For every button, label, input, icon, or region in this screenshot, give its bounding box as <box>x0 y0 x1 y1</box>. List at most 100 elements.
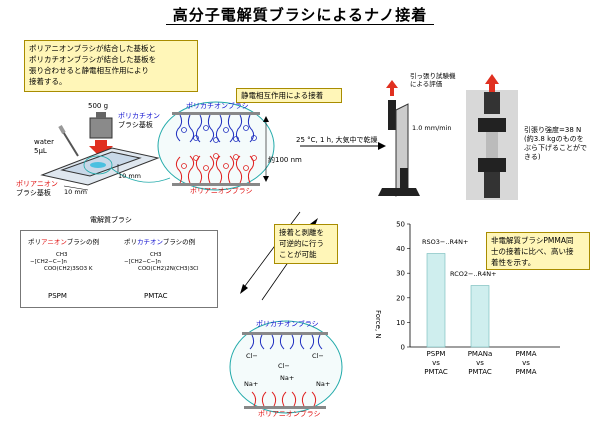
intro-line-2: ポリカチオンブラシが結合した基板を <box>29 55 157 64</box>
title-underline <box>166 24 434 25</box>
process-arrow-head <box>378 142 386 150</box>
pspm-label: PSPM <box>48 292 67 300</box>
cation-example-3: ブラシの例 <box>162 238 196 246</box>
pspm-formula-3: COO(CH2)3SO3 K <box>30 266 92 273</box>
x-tick-1-line-1: PSPM <box>426 350 446 358</box>
x-tick-3-line-1: PMMA <box>515 350 537 358</box>
y-tick-label: 30 <box>396 270 405 278</box>
anion-chains <box>175 155 255 184</box>
up-arrow-icon <box>386 80 398 96</box>
y-tick-label: 20 <box>396 294 405 302</box>
water-label-2: 5μL <box>34 147 47 155</box>
cation-charges <box>181 125 257 143</box>
bottom-cation-brush-label: ポリカチオンブラシ <box>256 320 319 328</box>
y-axis-label: Force, N <box>374 310 382 339</box>
pmtac-formula-3: COO(CH2)2N(CH3)3Cl <box>138 266 199 272</box>
water-label: water 5μL <box>34 138 54 156</box>
center-anion-brush-label: ポリアニオンブラシ <box>190 187 253 195</box>
polycation-label-2: ブラシ基板 <box>118 121 153 129</box>
polyanion-label-2: ブラシ基板 <box>16 189 51 197</box>
electrostatic-label: 静電相互作用による接着 <box>236 88 342 103</box>
setup-apparatus <box>40 112 171 191</box>
intro-note: ポリアニオンブラシが結合した基板と ポリカチオンブラシが結合した基板を 張り合わ… <box>24 40 198 92</box>
x-tick-2-line-2: vs <box>476 359 484 367</box>
na-ion-2: Na+ <box>244 380 259 388</box>
reversible-line-1: 接着と剥離を <box>279 228 324 237</box>
comparison-line-2: 士の接着に比べ、高い接 <box>491 247 574 256</box>
x-tick-3-line-2: vs <box>522 359 530 367</box>
down-arrow-icon <box>89 140 113 158</box>
chart-bar <box>426 253 446 348</box>
y-tick-label: 50 <box>396 221 405 229</box>
pspm-formula-3a: COO(CH2)3SO3 <box>44 266 88 272</box>
annotation-rco2: RCO2−..R4N+ <box>450 270 497 278</box>
x-tick-2-line-1: PMANa <box>467 350 493 358</box>
anion-example-3: ブラシの例 <box>66 238 100 246</box>
weight-block <box>89 117 113 139</box>
polycation-substrate-label: ポリカチオン ブラシ基板 <box>118 112 160 130</box>
pspm-formula-2: −[CH2−C−]n <box>30 259 67 265</box>
water-label-1: water <box>34 138 54 146</box>
strength-line-1: 引張り強度=38 N <box>524 126 582 134</box>
x-tick-label-2: PMANa vs PMTAC <box>458 350 502 377</box>
reversible-line-3: ことが可能 <box>279 250 317 259</box>
cation-example-1: ポリ <box>124 238 137 246</box>
intro-line-4: 接着する。 <box>29 77 67 86</box>
strength-note: 引張り強度=38 N (約3.8 kgのものを ぶら下げることがで きる) <box>524 126 587 162</box>
reversible-note: 接着と剥離を 可逆的に行う ことが可能 <box>274 224 338 264</box>
strength-line-3: ぶら下げることがで <box>524 144 587 152</box>
zoom-link <box>110 167 171 183</box>
comparison-line-3: 着性を示す。 <box>491 258 536 267</box>
pspm-formula-3b: K <box>88 266 93 272</box>
x-tick-label-1: PSPM vs PMTAC <box>414 350 458 377</box>
tensile-note-2: による評価 <box>410 80 443 88</box>
pspm-formula: CH3 −[CH2−C−]n COO(CH2)3SO3 K <box>30 252 92 273</box>
na-ion-3: Na+ <box>316 380 331 388</box>
polycation-label-1: ポリカチオン <box>118 112 160 120</box>
photo-up-arrow-icon <box>485 74 499 92</box>
tensile-note-1: 引っ張り試験機 <box>410 72 456 80</box>
x-tick-1-line-3: PMTAC <box>424 368 448 376</box>
zoom-circle-small <box>83 155 113 175</box>
zoom-circle-center <box>157 101 275 191</box>
speed-label: 1.0 mm/min <box>412 124 452 132</box>
pipette-bulb <box>58 125 66 134</box>
strength-line-4: きる) <box>524 153 541 161</box>
weight-label: 500 g <box>88 102 109 110</box>
electrolyte-panel <box>20 230 218 308</box>
bottom-zoom <box>229 320 343 414</box>
center-cation-brush-label: ポリカチオンブラシ <box>186 102 249 110</box>
chart-bar <box>470 285 490 348</box>
chart-bars <box>426 253 490 348</box>
pipette <box>61 129 79 157</box>
intro-line-3: 張り合わせると静電相互作用により <box>29 66 149 75</box>
cl-ion-1: Cl− <box>246 352 258 360</box>
page-title: 高分子電解質ブラシによるナノ接着 <box>172 6 428 24</box>
cation-example-2: カチオン <box>137 238 163 246</box>
reversible-line-2: 可逆的に行う <box>279 239 324 248</box>
pmtac-label: PMTAC <box>144 292 168 300</box>
anion-example-1: ポリ <box>28 238 41 246</box>
condition-label: 25 °C, 1 h, 大気中で乾燥 <box>296 136 378 144</box>
dim-label-a: 10 mm <box>118 172 142 180</box>
strength-line-2: (約3.8 kgのものを <box>524 135 584 143</box>
pmtac-formula: CH3 −[CH2−C−]n COO(CH2)2N(CH3)3Cl <box>124 252 199 273</box>
x-tick-label-3: PMMA vs PMMA <box>504 350 548 377</box>
thickness-label: 約100 nm <box>268 156 302 164</box>
x-tick-1-line-2: vs <box>432 359 440 367</box>
cation-example-label: ポリカチオンブラシの例 <box>124 238 195 246</box>
pmtac-formula-1: CH3 <box>150 252 162 258</box>
y-tick-label: 10 <box>396 319 405 327</box>
water-drop <box>90 162 106 168</box>
center-zoom <box>157 101 275 191</box>
polyanion-substrate-label: ポリアニオン ブラシ基板 <box>16 180 58 198</box>
anion-example-2: アニオン <box>41 238 67 246</box>
tensile-note: 引っ張り試験機 による評価 <box>410 72 456 88</box>
bottom-plate <box>172 183 260 186</box>
bottom-anion-brush-label: ポリアニオンブラシ <box>258 410 321 418</box>
tester-photo <box>466 74 518 200</box>
weight-handle <box>96 112 106 118</box>
y-tick-label: 40 <box>396 245 405 253</box>
